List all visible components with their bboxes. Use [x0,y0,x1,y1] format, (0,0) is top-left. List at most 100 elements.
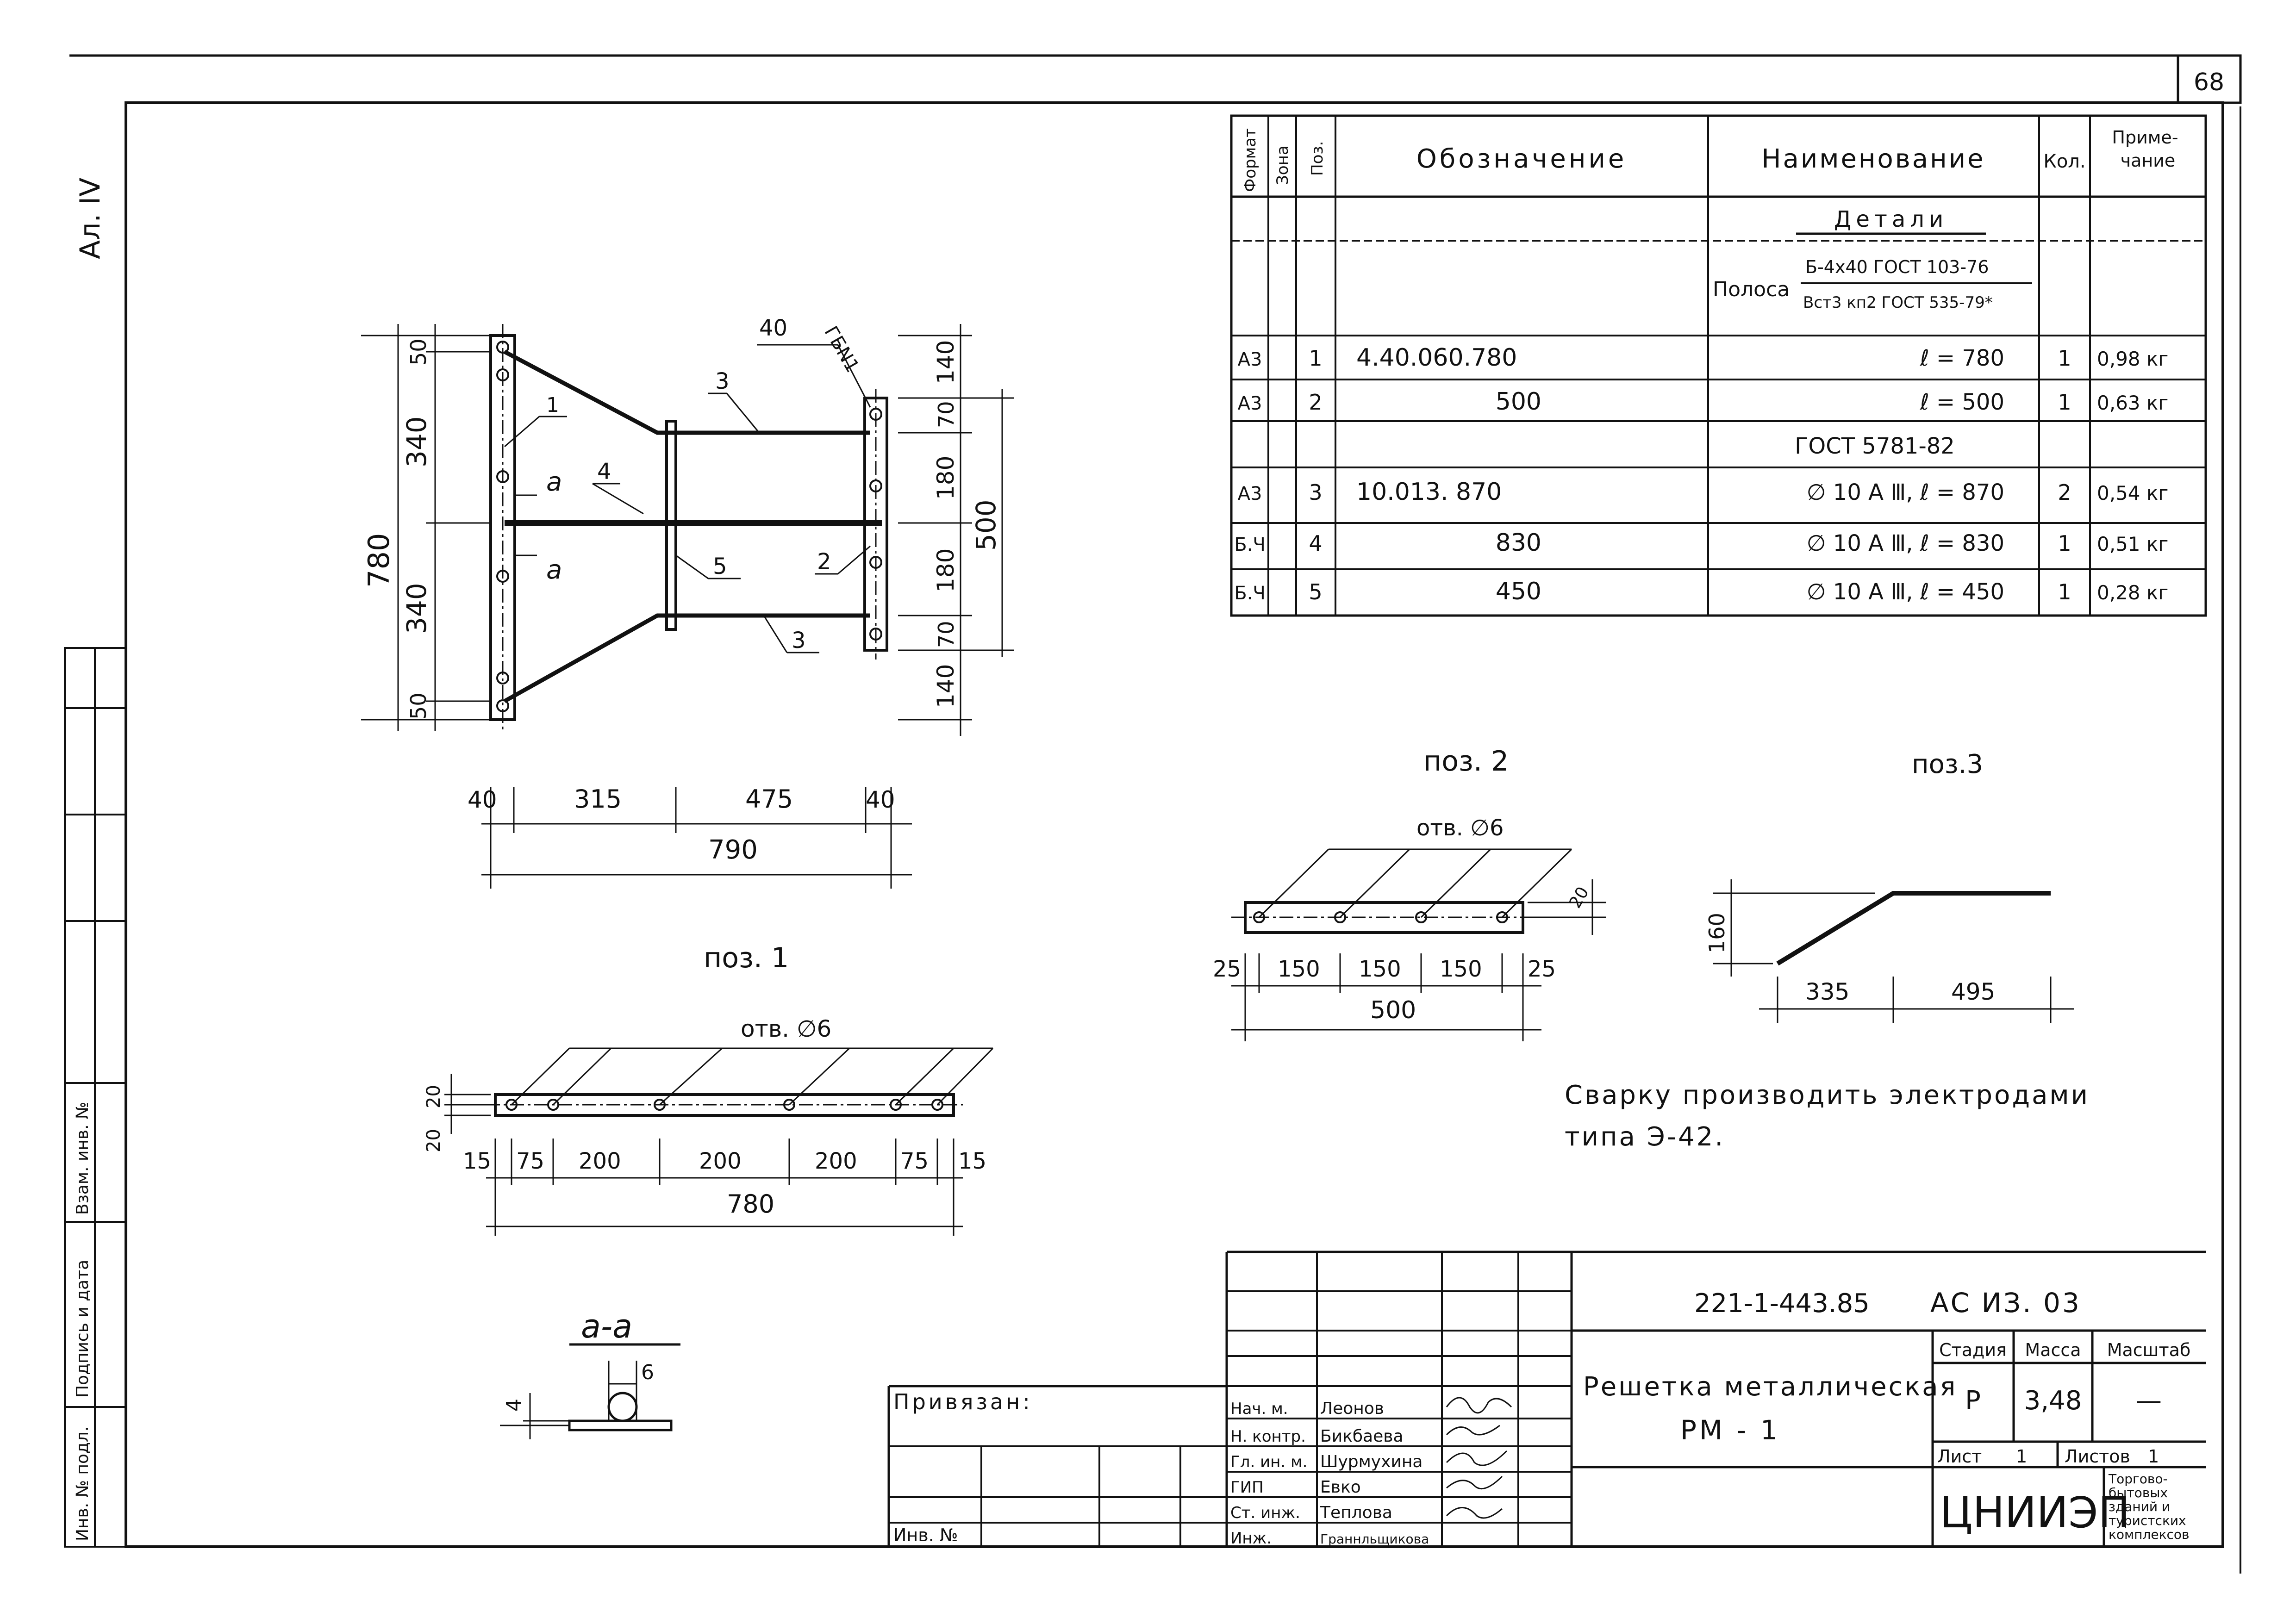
scale-value: — [2136,1386,2162,1416]
dim-right-5: 70 [934,621,959,648]
spec-row-pos: 3 [1309,480,1322,505]
org-note-3: зданий и [2109,1499,2170,1514]
header-note: Приме- чание [2112,127,2184,171]
spec-row-qty: 1 [2058,346,2071,371]
overall-right: 500 [970,499,1002,551]
pos1-dim-5: 200 [815,1148,857,1174]
mass-value: 3,48 [2024,1386,2082,1416]
spec-row-pos: 4 [1309,531,1322,556]
org-note: Торгово- бытовых зданий и туристских ком… [2108,1471,2190,1542]
leader-3-bottom: 3 [792,628,806,653]
spec-row-note: 0,51 кг [2097,533,2168,555]
pos2-dim-2: 150 [1278,956,1320,982]
spec-row-format: А3 [1238,393,1262,414]
dim-left-4: 50 [406,692,431,720]
strip-label: Полоса [1713,278,1790,301]
spec-row-qty: 1 [2058,531,2071,556]
spec-row-name: ℓ = 500 [1920,389,2004,415]
header-format: Формат [1241,128,1260,192]
spec-row-name: ∅ 10 А Ⅲ, ℓ = 830 [1807,530,2004,556]
pos2-title: поз. 2 [1423,745,1509,778]
dim-bottom-4: 40 [866,786,895,813]
pos2-dims: 25 150 150 150 25 500 20 [1213,884,1593,1024]
stage-value: Р [1965,1386,1981,1416]
bars [503,350,882,703]
pos1-side-2: 20 [423,1129,444,1152]
dim-right-4: 180 [932,548,959,592]
header-name: Наименование [1761,144,1985,174]
spec-row-note: 0,54 кг [2097,482,2168,504]
dim-left-3: 340 [401,583,432,634]
person-name: Теплова [1320,1503,1392,1522]
side-stamp [64,647,127,1548]
drawing-title-line1: Решетка металлическая [1583,1372,1957,1402]
spec-row-pos: 1 [1309,346,1322,371]
spec-row-qty: 2 [2058,480,2071,505]
section-mark-bottom: а [546,555,562,585]
person-name: Шурмухина [1320,1452,1423,1471]
spec-row-note: 0,63 кг [2097,392,2168,414]
sheet-label: Лист [1937,1446,1982,1467]
side-stamp-inv-orig: Инв. № подл. [73,1426,92,1541]
spec-row-format: Б.Ч [1234,534,1266,555]
header-designation: Обозначение [1416,144,1627,174]
section-mark-top: а [546,467,562,497]
pos1-dim-4: 200 [699,1148,742,1174]
pos1-dim-1: 15 [463,1148,491,1174]
header-zone: Зона [1273,145,1292,185]
dim-left-2: 340 [401,416,432,467]
privyazan-label: Привязан: [893,1389,1033,1414]
dim-right-3: 180 [932,456,959,500]
spec-row-name: ∅ 10 А Ⅲ, ℓ = 450 [1807,579,2004,605]
spec-row-qty: 1 [2058,579,2071,604]
section-aa-thickness: 4 [502,1399,526,1412]
pos2-dim-4: 150 [1440,956,1482,982]
pos1-dim-3: 200 [579,1148,621,1174]
spec-row-note: 0,98 кг [2097,348,2168,370]
pos3-dim-2: 495 [1951,978,1995,1005]
person-name: Граннльщикова [1320,1531,1429,1547]
pos1-dim-2: 75 [516,1148,544,1174]
signatures [1446,1397,1512,1519]
spec-row-name: ℓ = 780 [1920,345,2004,371]
header-note-line2: чание [2121,150,2176,171]
pos3-view [1713,879,2074,1023]
pos3-title: поз.3 [1912,749,1983,779]
pos3-dim-1: 335 [1805,978,1849,1005]
scale-header: Масштаб [2107,1340,2191,1360]
main-view-labels: 780 50 340 340 50 140 70 180 180 70 140 … [362,315,1002,865]
album-label: Ал. IV [74,178,106,259]
person-role: Инж. [1230,1529,1272,1548]
leader-5: 5 [713,554,727,579]
org-name: ЦНИИЭП [1940,1488,2130,1537]
dim-right-2: 70 [934,401,959,428]
side-stamp-sign-date: Подпись и дата [73,1260,92,1398]
person-role: Ст. инж. [1230,1504,1300,1522]
org-note-5: комплексов [2109,1527,2190,1542]
welding-note-line1: Сварку производить электродами [1565,1080,2090,1110]
pos2-dim-1: 25 [1213,956,1241,982]
org-note-1: Торгово- [2108,1471,2168,1487]
sheets-number: 1 [2148,1446,2159,1467]
leader-1: 1 [546,393,559,417]
pos2-dim-5: 25 [1528,956,1556,982]
person-role: Нач. м. [1230,1400,1288,1418]
dim-bottom-3: 475 [745,784,793,814]
main-view [361,324,1014,889]
side-stamp-vzam-inv: Взам. инв. № [73,1102,92,1215]
sheet-number: 1 [2016,1446,2027,1467]
person-role: Н. контр. [1230,1427,1306,1446]
pos1-title: поз. 1 [704,942,789,974]
spec-row-designation: 10.013. 870 [1356,478,1502,506]
bar-pos3-top [503,350,870,435]
pos2-view [1231,848,1606,1041]
person-name: Леонов [1320,1399,1384,1418]
page-number: 68 [2194,68,2224,96]
spec-row-designation: 500 [1496,388,1541,416]
person-name: Бикбаева [1320,1427,1404,1446]
doc-suffix: АС ИЗ. 03 [1930,1287,2081,1319]
pos2-overall: 500 [1370,996,1416,1024]
bar-pos5 [665,420,677,631]
